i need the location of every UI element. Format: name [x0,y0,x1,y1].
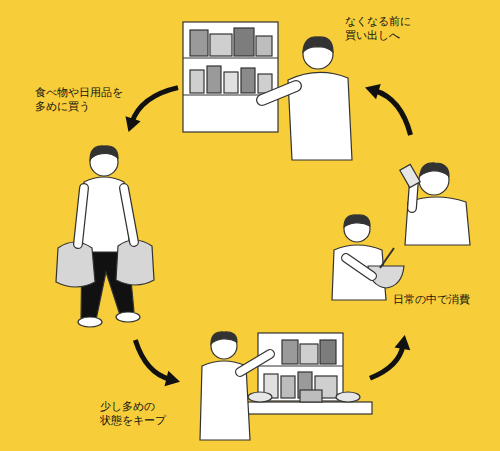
stock-item [300,344,318,364]
stock-item [210,34,232,56]
person-arm [240,354,270,372]
arrow-head [365,84,381,99]
stage-node: なくなる前に 買い出しへ [178,12,365,180]
shelf [183,22,278,132]
stock-item [256,36,272,56]
arrow-head [125,116,140,132]
whisk [380,248,394,268]
consume-scene-right [332,163,470,300]
stage-node: 食べ物や日用品を 多めに買う [30,132,165,340]
person-arm-outline [78,188,84,244]
shelf-board [258,365,343,366]
stage-caption: 日常の中で消費 [393,293,483,307]
stock-item [224,72,238,93]
stage-caption: 食べ物や日用品を 多めに買う [35,86,131,114]
cycle-arrow [365,84,411,135]
arrow-line [375,91,411,135]
shopping-scene-left [56,146,154,327]
stage-caption: なくなる前に 買い出しへ [345,15,427,43]
person-shoe [78,317,102,327]
person-arm-outline [240,354,270,372]
stage-node: 日常の中で消費 [325,135,470,335]
person-arm [262,86,296,100]
arrow-head [395,335,411,350]
stock-item [190,70,204,93]
cup [400,164,420,187]
person-arm-outline [346,258,372,276]
shelf [258,333,343,401]
person-hair [303,37,333,52]
cycle-arrow [135,340,180,386]
person-arm-outline [124,188,134,242]
person-hair [420,163,449,176]
shelf-board [183,57,278,58]
person-hair [344,215,370,227]
person-shoe [116,312,140,322]
bowl [336,392,360,402]
stock-item [282,340,298,364]
person-arm-outline [262,86,296,100]
stock-item [207,66,221,93]
cycle-arrow [125,88,178,132]
stock-item [234,28,254,56]
stock-scene-bottom [200,332,372,440]
arrow-line [132,88,178,123]
food-pack [300,390,322,402]
shopping-bag [56,242,95,287]
stock-item [258,74,272,93]
person-arm [124,188,134,242]
stage-caption: 少し多めの 状態をキープ [100,400,176,428]
stock-item [281,376,295,398]
arrow-line [370,345,403,378]
person-arm [78,188,84,244]
stock-item [320,340,336,364]
shelf-scene-top [183,22,352,160]
person-hair [211,332,237,344]
cycle-arrow [370,335,410,378]
arrow-line [135,340,170,379]
arrow-head [164,371,180,387]
stock-item [190,30,208,56]
person-hair [90,146,118,160]
bowl [248,392,272,402]
counter [232,402,372,414]
person-arm [346,258,372,276]
stage-node: 少し多めの 状態をキープ [180,330,370,445]
stock-item [241,68,255,93]
